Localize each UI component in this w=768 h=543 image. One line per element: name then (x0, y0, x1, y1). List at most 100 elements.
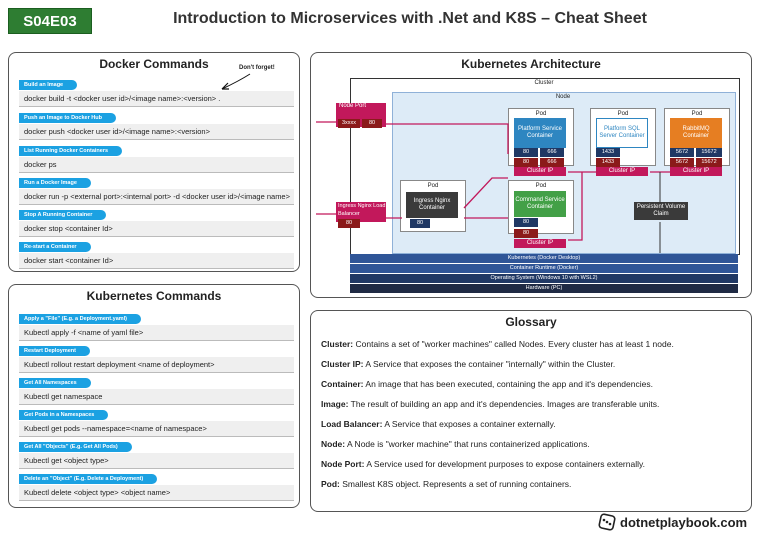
glossary-title: Glossary (505, 315, 557, 329)
cmd-label: Run a Docker Image (19, 178, 91, 188)
glossary-term: Node Port: (321, 459, 365, 469)
docker-commands-panel: Docker Commands Don't forget! Build an I… (8, 52, 300, 272)
platform-ip-port-666: 666 (540, 158, 564, 167)
cmd-code: docker push <docker user id>/<image name… (19, 124, 294, 140)
glossary-term: Cluster: (321, 339, 354, 349)
glossary-definition: The result of building an app and it's d… (350, 399, 660, 409)
sql-server-container: Platform SQL Server Container (596, 118, 648, 148)
kube-cmd-apply: Apply a "File" (E.g. a Deployment.yaml)K… (19, 307, 294, 341)
cmd-code: Kubectl delete <object type> <object nam… (19, 485, 294, 501)
glossary-item: Pod: Smallest K8S object. Represents a s… (321, 479, 751, 489)
glossary-item: Image: The result of building an app and… (321, 399, 751, 409)
footer-site: dotnetplaybook.com (620, 514, 748, 530)
cmd-label: Restart Deployment (19, 346, 90, 356)
dont-forget-note: Don't forget! (239, 65, 275, 71)
cluster-label: Cluster (534, 80, 554, 86)
glossary-definition: A Service that exposes a container exter… (384, 419, 556, 429)
glossary-definition: A Service used for development purposes … (366, 459, 645, 469)
footer-brand: dotnetplaybook.com (598, 513, 747, 531)
platform-cluster-ip: Cluster IP (514, 167, 566, 176)
command-cluster-ip: Cluster IP (514, 239, 566, 248)
platform-port-80: 80 (514, 148, 538, 157)
glossary-term: Image: (321, 399, 349, 409)
cmd-label: Push an Image to Docker Hub (19, 113, 116, 123)
cmd-code: docker stop <container Id> (19, 221, 294, 237)
cmd-label: Get All "Objects" (E.g. Get All Pods) (19, 442, 132, 452)
pod-label: Pod (617, 111, 629, 117)
docker-commands-title: Docker Commands (99, 57, 209, 71)
sql-port: 1433 (596, 148, 620, 157)
platform-port-666: 666 (540, 148, 564, 157)
ingress-port: 80 (338, 219, 360, 228)
rabbit-cluster-ip: Cluster IP (670, 167, 722, 176)
node-port-internal: 80 (362, 119, 382, 128)
cmd-code: docker start <container Id> (19, 253, 294, 269)
cmd-code: Kubectl rollout restart deployment <name… (19, 357, 294, 373)
persistent-volume-claim: Persistent Volume Claim (634, 202, 688, 220)
dice-logo-icon (598, 513, 616, 531)
sql-ip-port: 1433 (596, 158, 620, 167)
kubernetes-commands-panel: Kubernetes Commands Apply a "File" (E.g.… (8, 284, 300, 508)
pod-label: Pod (691, 111, 703, 117)
page-title: Introduction to Microservices with .Net … (173, 10, 647, 27)
sql-cluster-ip: Cluster IP (596, 167, 648, 176)
glossary-definition: Contains a set of "worker machines" call… (355, 339, 674, 349)
glossary-item: Node Port: A Service used for developmen… (321, 459, 751, 469)
ingress-container: Ingress Nginx Container (406, 192, 458, 218)
command-port: 80 (514, 218, 538, 227)
cmd-code: Kubectl get namespace (19, 389, 294, 405)
glossary-term: Node: (321, 439, 346, 449)
layer-hardware: Hardware (PC) (350, 284, 738, 293)
glossary-item: Load Balancer: A Service that exposes a … (321, 419, 751, 429)
node-port-label: Node Port (339, 103, 367, 109)
pod-label: Pod (535, 183, 547, 189)
glossary-item: Container: An image that has been execut… (321, 379, 751, 389)
glossary-term: Pod: (321, 479, 340, 489)
kube-cmd-delete: Delete an "Object" (E.g. Delete a Deploy… (19, 467, 294, 501)
cmd-label: Re-start a Container (19, 242, 91, 252)
glossary-definition: A Service that exposes the container "in… (365, 359, 616, 369)
architecture-title: Kubernetes Architecture (461, 57, 601, 71)
cmd-code: Kubectl get pods --namespace=<name of na… (19, 421, 294, 437)
layer-operating-system: Operating System (Windows 10 with WSL2) (350, 274, 738, 283)
glossary-definition: Smallest K8S object. Represents a set of… (342, 479, 572, 489)
cmd-code: docker build -t <docker user id>/<image … (19, 91, 294, 107)
pod-label: Pod (535, 111, 547, 117)
glossary-item: Node: A Node is "worker machine" that ru… (321, 439, 751, 449)
glossary-term: Container: (321, 379, 364, 389)
cmd-code: docker run -p <external port>:<internal … (19, 189, 294, 205)
rabbit-port-15672: 15672 (696, 148, 722, 157)
glossary-term: Cluster IP: (321, 359, 364, 369)
glossary-item: Cluster: Contains a set of "worker machi… (321, 339, 751, 349)
layer-kubernetes: Kubernetes (Docker Desktop) (350, 254, 738, 263)
kubernetes-commands-title: Kubernetes Commands (86, 289, 222, 303)
cmd-code: docker ps (19, 157, 294, 173)
node-label: Node (555, 94, 571, 100)
platform-ip-port-80: 80 (514, 158, 538, 167)
command-service-container: Command Service Container (514, 191, 566, 217)
glossary-item: Cluster IP: A Service that exposes the c… (321, 359, 751, 369)
ingress-load-balancer: Ingress Nginx Load Balancer (336, 202, 386, 222)
node-port-external: 3xxxx (338, 119, 360, 128)
cmd-label: Get Pods in a Namespaces (19, 410, 109, 420)
glossary-definition: An image that has been executed, contain… (365, 379, 653, 389)
glossary-list: Cluster: Contains a set of "worker machi… (321, 339, 751, 499)
rabbit-port-5672: 5672 (670, 148, 694, 157)
cmd-code: Kubectl apply -f <name of yaml file> (19, 325, 294, 341)
cmd-label: Apply a "File" (E.g. a Deployment.yaml) (19, 314, 142, 324)
rabbit-ip-port-15672: 15672 (696, 158, 722, 167)
layer-container-runtime: Container Runtime (Docker) (350, 264, 738, 273)
rabbitmq-container: RabbitMQ Container (670, 118, 722, 148)
cmd-label: List Running Docker Containers (19, 146, 123, 156)
ingress-container-port: 80 (410, 219, 430, 228)
episode-badge: S04E03 (8, 8, 92, 34)
